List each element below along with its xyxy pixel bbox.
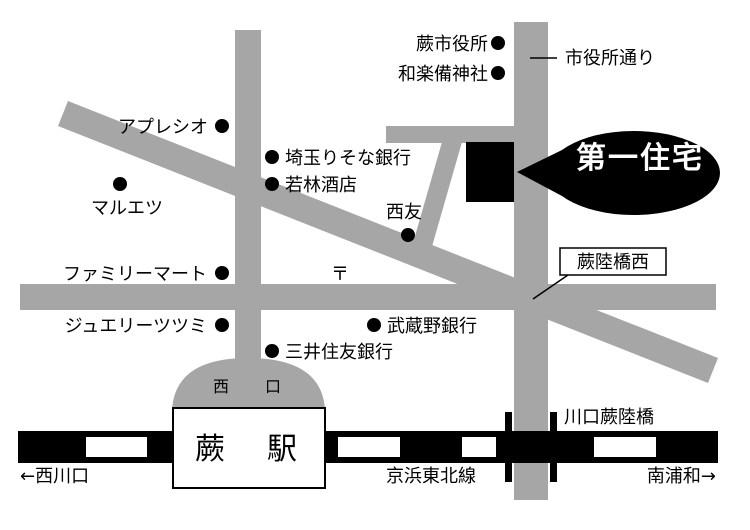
railway — [18, 412, 718, 482]
diagonal-road — [58, 101, 718, 383]
bridge-label: 川口蕨陸橋 — [564, 407, 654, 428]
resona-label: 埼玉りそな銀行 — [285, 148, 411, 169]
smbc-label: 三井住友銀行 — [285, 342, 393, 363]
city-hall-marker — [491, 36, 505, 50]
familymart-marker — [215, 266, 229, 280]
intersection-leader — [532, 274, 569, 300]
marueitsu-marker — [113, 177, 127, 191]
wakabayashi-label: 若林酒店 — [285, 175, 357, 196]
seiyu-marker — [401, 228, 415, 242]
shrine-marker — [491, 66, 505, 80]
west-exit-plaza — [172, 358, 325, 410]
west-vertical-road — [235, 30, 261, 415]
horizontal-road — [20, 284, 716, 310]
musashino-label: 武蔵野銀行 — [387, 316, 477, 337]
intersection-label: 蕨陸橋西 — [577, 252, 649, 273]
resona-marker — [265, 150, 279, 164]
wakabayashi-marker — [265, 177, 279, 191]
east-direction-label: 南浦和→ — [647, 466, 716, 487]
rail-white-segment — [338, 437, 400, 457]
city-hall-street-road — [514, 22, 548, 500]
smbc-marker — [265, 344, 279, 358]
apresio-label: アプレシオ — [118, 117, 208, 138]
line-name-label: 京浜東北線 — [386, 466, 476, 487]
intersection-box — [559, 247, 667, 276]
station-building — [172, 407, 326, 489]
landmarks: 蕨市役所 和楽備神社 アプレシオ 埼玉りそな銀行 若林酒店 マルエツ 西友 ファ… — [63, 34, 505, 363]
destination-callout — [517, 131, 720, 215]
post-office-icon: 〒 — [331, 264, 349, 285]
seiyu-label: 西友 — [386, 202, 422, 223]
rail-white-segment — [462, 437, 496, 457]
side-street-diagonal — [411, 142, 462, 250]
shrine-label: 和楽備神社 — [398, 64, 488, 85]
apresio-marker — [215, 119, 229, 133]
rail-white-segment — [594, 437, 656, 457]
side-street-top — [386, 126, 514, 143]
marueitsu-label: マルエツ — [91, 198, 163, 219]
city-hall-street-label: 市役所通り — [565, 48, 655, 69]
jewelry-marker — [215, 318, 229, 332]
rail-white-segment — [86, 437, 147, 457]
musashino-marker — [367, 318, 381, 332]
destination-building — [466, 142, 514, 202]
roads — [20, 22, 718, 500]
west-exit-label: 西 口 — [213, 377, 291, 396]
jewelry-label: ジュエリーツツミ — [65, 316, 207, 337]
destination-label: 第一住宅 — [576, 141, 704, 176]
station-name: 蕨 駅 — [195, 432, 303, 467]
rail-bridge-marker — [505, 412, 512, 482]
rail-bridge-marker — [550, 412, 557, 482]
city-hall-label: 蕨市役所 — [416, 34, 488, 55]
west-direction-label: ←西川口 — [20, 466, 89, 487]
familymart-label: ファミリーマート — [63, 264, 207, 285]
